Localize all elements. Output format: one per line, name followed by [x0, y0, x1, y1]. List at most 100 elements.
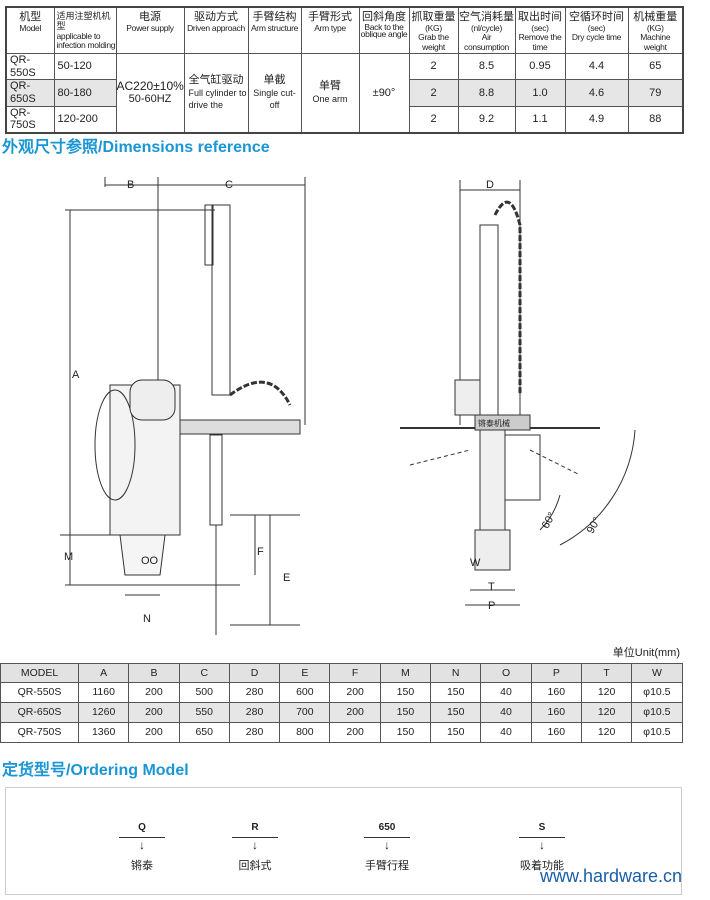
ordering-item-stroke: 650↓手臂行程 — [364, 822, 410, 872]
dim-header-cell: T — [580, 663, 633, 683]
dim-cell: 200 — [329, 702, 381, 723]
dimensions-heading: 外观尺寸参照/Dimensions reference — [2, 139, 270, 156]
dimension-drawings: B C A M OO N F E D W T P 60° 90° 锵泰机械 — [60, 177, 636, 635]
angle-cell: ±90° — [358, 52, 410, 134]
model-cell: QR-550S — [5, 52, 55, 81]
dim-cell: 200 — [329, 682, 381, 703]
dim-header-cell: MODEL — [0, 663, 79, 683]
ordering-item-q: Q↓锵泰 — [119, 822, 165, 873]
arrow-down-icon: ↓ — [139, 838, 145, 852]
side-view-drawing — [60, 177, 306, 635]
model-cell: QR-750S — [5, 105, 55, 134]
grab-cell: 2 — [408, 79, 459, 107]
dim-cell: 150 — [430, 722, 482, 743]
dim-header-cell: F — [329, 663, 381, 683]
dim-cell: 120 — [580, 702, 633, 723]
header-remove: 取出时间(sec)Remove the time — [514, 6, 566, 54]
dim-header-cell: O — [480, 663, 532, 683]
unit-label: 单位Unit(mm) — [612, 647, 680, 659]
remove-cell: 1.1 — [514, 105, 566, 134]
dim-cell: 500 — [178, 682, 230, 703]
dim-cell: 120 — [580, 682, 633, 703]
brand-plate: 锵泰机械 — [478, 418, 510, 428]
power-cell: AC220±10%50-60HZ — [115, 52, 185, 134]
dim-cell: 150 — [430, 702, 482, 723]
weight-cell: 65 — [627, 52, 684, 81]
model-cell: QR-650S — [5, 79, 55, 107]
spec-row: QR-750S 120-200 2 9.2 1.1 4.9 88 — [5, 105, 684, 134]
header-weight: 机械重量(KG)Machine weight — [627, 6, 684, 54]
dim-header-cell: D — [228, 663, 281, 683]
dim-cell: φ10.5 — [631, 702, 683, 723]
dim-cell: 200 — [128, 682, 180, 703]
dim-cell: 160 — [530, 722, 582, 743]
dim-header-cell: A — [77, 663, 130, 683]
dim-cell: φ10.5 — [631, 722, 683, 743]
dim-cell: 280 — [228, 702, 281, 723]
air-cell: 8.5 — [457, 52, 516, 81]
ordering-item-s: S↓吸着功能 — [519, 822, 565, 872]
label-c: C — [225, 179, 233, 191]
dim-cell: 1360 — [77, 722, 130, 743]
dim-header-cell: B — [128, 663, 180, 683]
imm-cell: 80-180 — [53, 79, 117, 107]
label-n: N — [143, 613, 151, 625]
grab-cell: 2 — [408, 105, 459, 134]
spec-row: QR-650S 80-180 2 8.8 1.0 4.6 79 — [5, 79, 684, 107]
dim-header-cell: P — [530, 663, 582, 683]
dim-cell: 200 — [128, 702, 180, 723]
label-d: D — [486, 179, 494, 191]
dim-cell: 1160 — [77, 682, 130, 703]
label-a: A — [72, 369, 80, 381]
dim-cell: QR-750S — [0, 722, 79, 743]
dim-cell: QR-550S — [0, 682, 79, 703]
watermark: www.hardware.cn — [540, 866, 683, 886]
weight-cell: 79 — [627, 79, 684, 107]
dim-header-cell: M — [379, 663, 432, 683]
label-f: F — [257, 546, 264, 558]
dry-cell: 4.4 — [564, 52, 629, 81]
dim-cell: 150 — [379, 722, 432, 743]
air-cell: 8.8 — [457, 79, 516, 107]
dim-cell: 40 — [480, 702, 532, 723]
dim-cell: 600 — [279, 682, 331, 703]
ordering-heading: 定货型号/Ordering Model — [2, 762, 189, 779]
weight-cell: 88 — [627, 105, 684, 134]
label-b: B — [127, 179, 134, 191]
grab-cell: 2 — [408, 52, 459, 81]
dim-cell: 650 — [178, 722, 230, 743]
label-90-degree: 90° — [585, 515, 604, 535]
header-grab: 抓取重量(KG)Grab the weight — [408, 6, 459, 54]
imm-cell: 120-200 — [53, 105, 117, 134]
label-w: W — [470, 557, 481, 569]
header-air: 空气消耗量(nl/cycle)Air consumption — [457, 6, 516, 54]
dim-cell: 40 — [480, 722, 532, 743]
dim-cell: 280 — [228, 682, 281, 703]
remove-cell: 1.0 — [514, 79, 566, 107]
dim-cell: 550 — [178, 702, 230, 723]
front-view-drawing — [400, 180, 636, 606]
dim-cell: 160 — [530, 702, 582, 723]
dim-header-cell: W — [631, 663, 683, 683]
arrow-down-icon: ↓ — [384, 838, 390, 852]
dim-cell: 280 — [228, 722, 281, 743]
arrow-down-icon: ↓ — [252, 838, 258, 852]
dim-cell: 800 — [279, 722, 331, 743]
label-t: T — [488, 581, 495, 593]
dim-cell: 150 — [379, 702, 432, 723]
label-o: OO — [141, 555, 159, 567]
ordering-model-box: Q↓锵泰 R↓回斜式 650↓手臂行程 S↓吸着功能 — [5, 787, 682, 895]
label-p: P — [488, 600, 495, 612]
dry-cell: 4.9 — [564, 105, 629, 134]
